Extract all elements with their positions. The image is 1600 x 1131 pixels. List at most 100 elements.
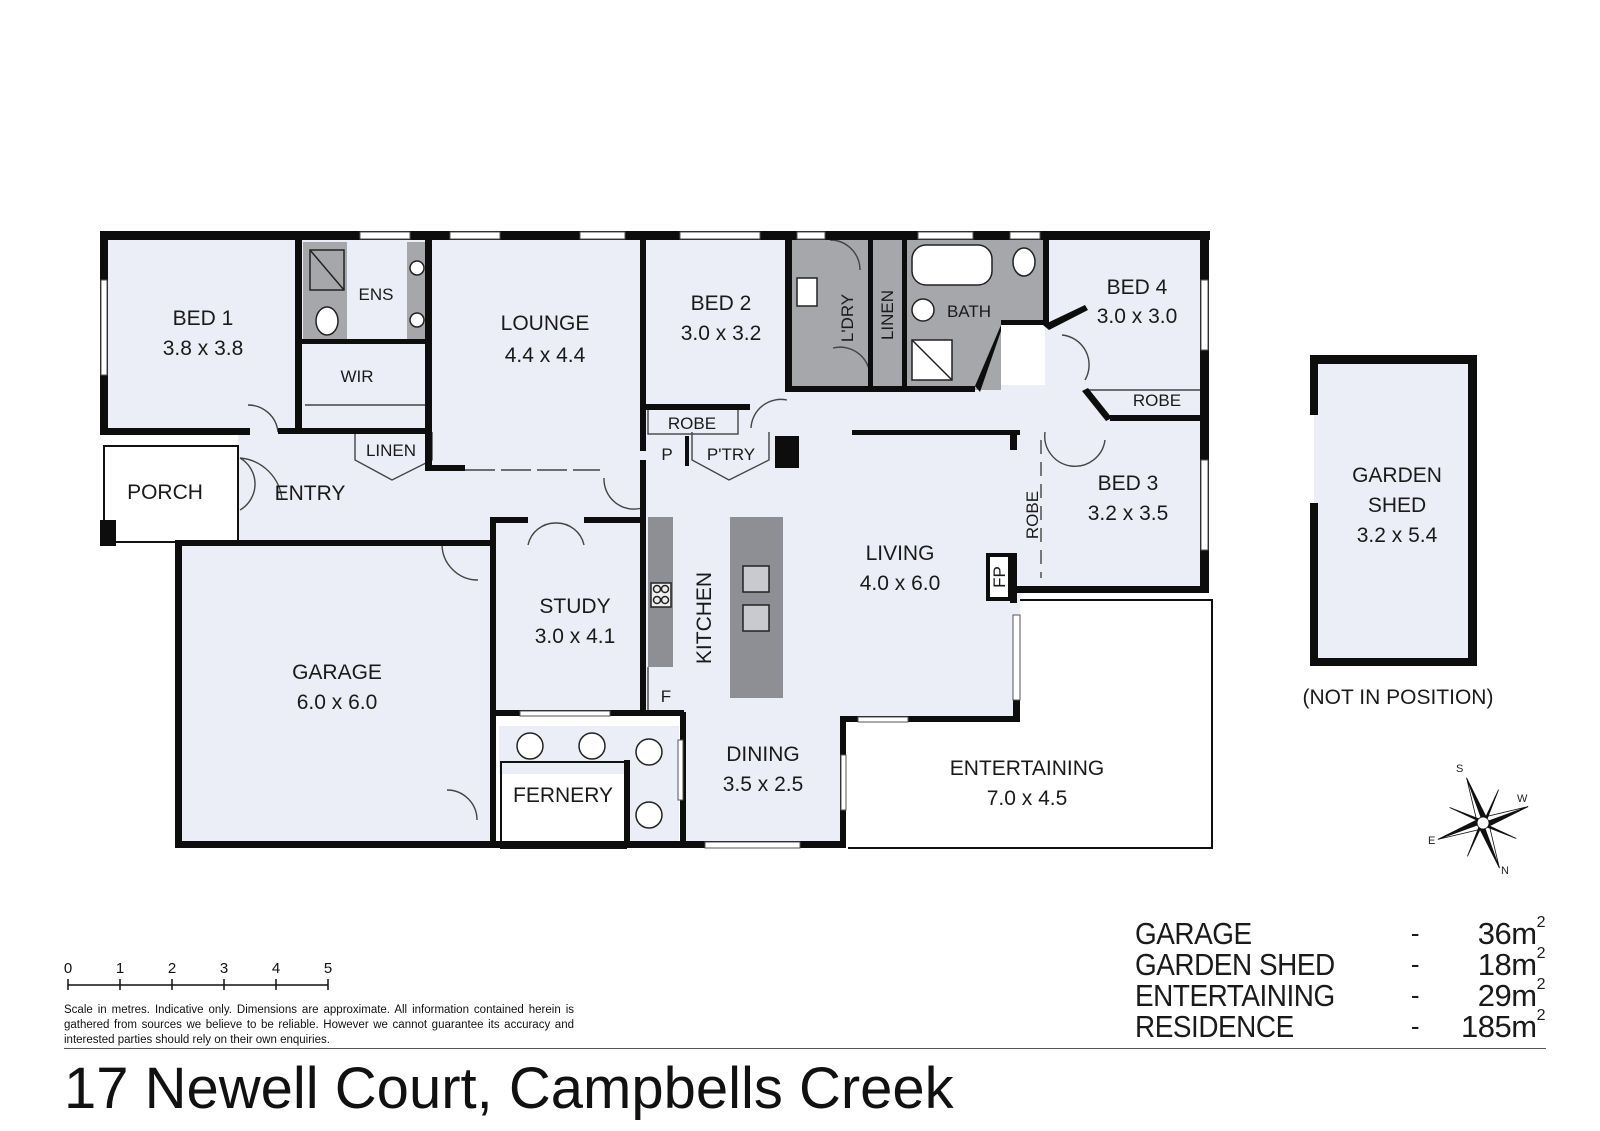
scale-tick-1: 1 <box>116 960 124 977</box>
area-name: ENTERTAINING <box>1135 977 1335 1013</box>
wall-bed4-angle <box>1043 305 1088 330</box>
window-dining-top <box>857 716 909 723</box>
wall-fernery-inner <box>624 760 630 848</box>
area-schedule: GARAGE - 36m2 GARDEN SHED - 18m2 ENTERTA… <box>1135 913 1546 1044</box>
fernery-door <box>446 789 478 821</box>
garage-name: GARAGE <box>292 661 382 684</box>
room-labels: BED 1 3.8 x 3.8 ENS WIR LOUNGE 4.4 x 4.4… <box>127 276 1493 810</box>
garage-door <box>441 543 479 581</box>
shower-diagonal <box>309 249 345 291</box>
wall-top <box>100 231 1210 240</box>
fern-icon-4 <box>635 801 663 829</box>
shed-name-1: GARDEN <box>1352 464 1442 487</box>
wall-robe-angle <box>1082 388 1112 421</box>
bed2-door <box>750 398 788 429</box>
bed2-dims: 3.0 x 3.2 <box>681 322 762 345</box>
shed-dims: 3.2 x 5.4 <box>1357 524 1438 547</box>
shed-wall-right <box>1468 355 1477 665</box>
shed-wall-left-2 <box>1310 503 1318 666</box>
area-value: 36m2 <box>1477 913 1546 951</box>
scale-bar: 0 1 2 3 4 5 <box>64 960 332 990</box>
cooktop-icon <box>650 582 672 608</box>
pantry-p-name: P <box>661 445 672 464</box>
bed4-door <box>1061 334 1090 381</box>
area-dash: - <box>1410 1011 1420 1041</box>
ens-basin-1 <box>409 260 425 276</box>
wall-bed3-left-2 <box>1010 553 1017 603</box>
wall-bed2-bottom <box>640 404 750 410</box>
scale-tick-0: 0 <box>64 960 72 977</box>
dining-name: DINING <box>726 743 800 766</box>
sink-icon-2 <box>742 604 770 632</box>
wall-bed1-bottom <box>100 428 250 435</box>
window-bed4 <box>1200 279 1209 351</box>
shed-name-2: SHED <box>1368 494 1426 517</box>
robe-bed3-name: ROBE <box>1023 491 1042 539</box>
fp-box <box>986 553 1012 601</box>
area-value: 29m2 <box>1477 975 1546 1013</box>
linen-entry-name: LINEN <box>366 441 416 460</box>
study-name: STUDY <box>539 595 610 618</box>
entertaining-dims: 7.0 x 4.5 <box>987 787 1068 810</box>
wall-right-top <box>1200 231 1209 591</box>
cooktop-ring-4 <box>660 595 670 605</box>
fernery-name: FERNERY <box>513 784 613 807</box>
robe-bed2-name: ROBE <box>668 414 716 433</box>
bed1-door <box>247 404 279 433</box>
area-row-residence: RESIDENCE - 185m2 <box>1135 1007 1546 1044</box>
linen-upper-name: LINEN <box>878 290 897 340</box>
window-lounge-1 <box>449 231 501 240</box>
linen-cupboard-hall <box>872 240 905 390</box>
wall-living-bottom-r <box>842 716 1020 722</box>
compass-s: S <box>1456 763 1463 775</box>
window-bed3 <box>1200 459 1209 551</box>
fridge-name: F <box>661 687 671 706</box>
study-door-r <box>555 522 585 546</box>
bed1-floor <box>106 233 301 431</box>
wall-garage-left <box>175 540 182 848</box>
wall-ens-bottom <box>295 339 430 344</box>
wall-study-top-l <box>490 517 528 523</box>
scale-tick-2: 2 <box>168 960 176 977</box>
fp-name: FP <box>990 566 1009 588</box>
cooktop-ring-3 <box>652 595 662 605</box>
wall-lounge-bottom <box>425 465 465 471</box>
wall-wir-bottom <box>278 428 428 434</box>
ptry-name: P'TRY <box>707 445 755 464</box>
wall-ldry-bottom <box>785 386 975 392</box>
wall-bath-corner <box>975 325 1001 392</box>
porch-outline <box>103 445 239 543</box>
wall-bed1-right <box>295 231 302 431</box>
lounge-door <box>603 477 643 510</box>
bed2-floor <box>642 233 787 408</box>
area-dash: - <box>1410 918 1420 948</box>
living-name: LIVING <box>866 542 935 565</box>
cooktop-ring-2 <box>660 584 670 594</box>
bed4-floor <box>1045 233 1202 388</box>
fixtures <box>309 244 1036 829</box>
dining-dims: 3.5 x 2.5 <box>723 773 804 796</box>
window-dining-b <box>704 841 801 849</box>
wall-bed3-left <box>1010 430 1017 450</box>
entertaining-name: ENTERTAINING <box>950 757 1104 780</box>
wall-garage-bottom <box>175 841 495 848</box>
garage-floor <box>180 544 494 841</box>
wall-bed2-right <box>785 231 792 391</box>
entertaining-outline <box>848 599 1213 849</box>
compass-w: W <box>1517 793 1528 805</box>
bath-tub-icon <box>911 244 993 286</box>
compass-e: E <box>1428 835 1435 847</box>
ldry-name: L'DRY <box>838 294 857 342</box>
porch-name: PORCH <box>127 481 203 504</box>
shed-note: (NOT IN POSITION) <box>1303 686 1494 709</box>
footer-divider <box>64 1048 1546 1049</box>
window-ens <box>359 231 411 240</box>
shower-tray <box>309 249 345 291</box>
entry-name: ENTRY <box>275 482 346 505</box>
wc-toilet-icon <box>1012 247 1036 277</box>
wir-name: WIR <box>340 367 373 386</box>
area-row-garden-shed: GARDEN SHED - 18m2 <box>1135 945 1546 982</box>
wall-bed4-left <box>1043 231 1049 325</box>
windows <box>100 231 1209 849</box>
